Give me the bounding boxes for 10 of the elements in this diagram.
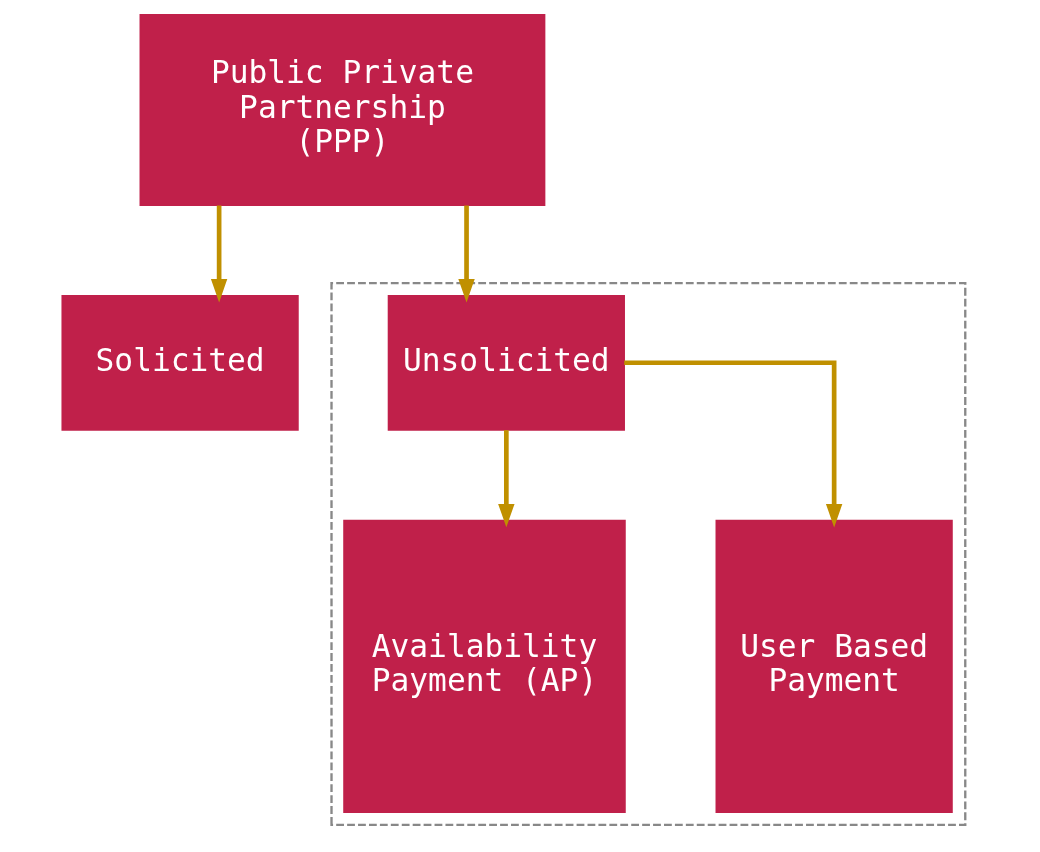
arrow	[210, 205, 228, 303]
arrow	[624, 360, 843, 528]
cluster	[330, 282, 967, 826]
arrow	[498, 430, 515, 528]
node-box: Solicited	[61, 294, 299, 431]
arrow	[458, 205, 475, 303]
node-box: User Based Payment	[715, 519, 953, 814]
node-box: Public Private Partnership (PPP)	[139, 13, 546, 206]
node-box: Unsolicited	[387, 294, 625, 431]
node-box: Availability Payment (AP)	[343, 519, 626, 814]
